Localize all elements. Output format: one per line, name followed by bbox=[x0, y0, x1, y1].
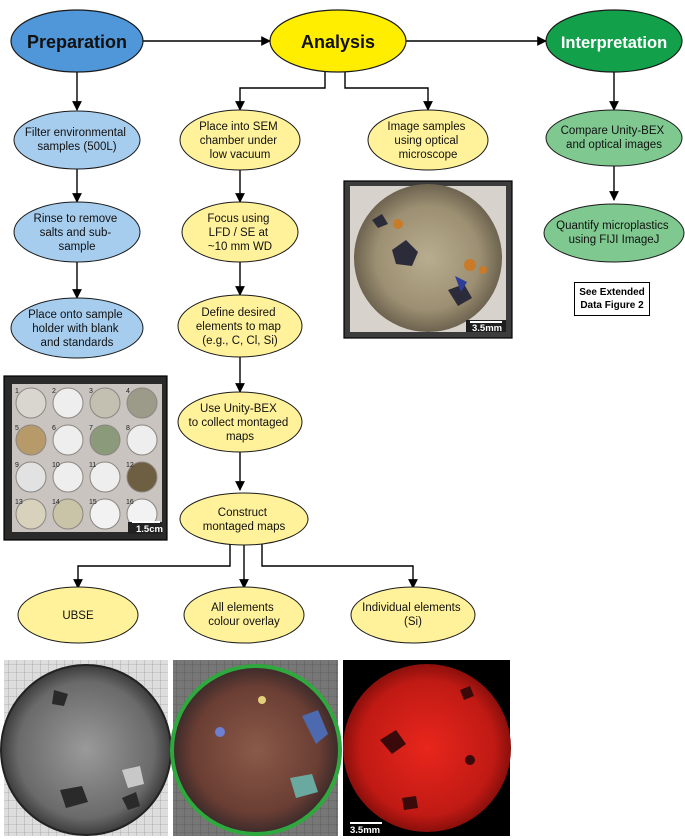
interp-step-2: Quantify microplastics using FIJI ImageJ bbox=[543, 203, 685, 263]
output-ubse-text: UBSE bbox=[62, 610, 94, 622]
sample-well bbox=[89, 498, 121, 530]
sample-well-number: 9 bbox=[15, 462, 19, 469]
sample-well bbox=[15, 498, 47, 530]
analysis-step-5: Construct montaged maps bbox=[179, 492, 309, 546]
overlay-map-image bbox=[170, 660, 342, 836]
sample-well bbox=[52, 424, 84, 456]
sample-well-number: 5 bbox=[15, 425, 19, 432]
sample-well-number: 6 bbox=[52, 425, 56, 432]
extended-data-note-line-1: See Extended bbox=[579, 287, 645, 298]
sample-well-number: 7 bbox=[89, 425, 93, 432]
interp-step-1: Compare Unity-BEX and optical images bbox=[545, 109, 683, 167]
prep-step-1: Filter environmental samples (500L) bbox=[13, 110, 141, 170]
sample-well-number: 8 bbox=[126, 425, 130, 432]
sample-well bbox=[89, 461, 121, 493]
header-interpretation: Interpretation bbox=[545, 9, 683, 73]
sample-well-number: 13 bbox=[15, 499, 23, 506]
prep-step-2-text: Rinse to remove salts and sub- sample bbox=[34, 213, 121, 253]
header-preparation: Preparation bbox=[10, 9, 144, 73]
prep-step-3-text: Place onto sample holder with blank and … bbox=[28, 309, 126, 349]
prep-step-1-text: Filter environmental samples (500L) bbox=[25, 127, 129, 153]
extended-data-note-line-2: Data Figure 2 bbox=[580, 300, 644, 311]
optical-step: Image samples using optical microscope bbox=[367, 109, 489, 171]
ubse-map-image bbox=[0, 660, 172, 836]
output-overlay-text: All elements colour overlay bbox=[208, 602, 280, 628]
prep-step-2: Rinse to remove salts and sub- sample bbox=[13, 201, 141, 263]
sample-well bbox=[126, 461, 158, 493]
sample-well-number: 4 bbox=[126, 388, 130, 395]
output-individual-text: Individual elements (Si) bbox=[362, 602, 464, 628]
sample-well-number: 1 bbox=[15, 388, 19, 395]
sample-well bbox=[52, 461, 84, 493]
output-individual: Individual elements (Si) bbox=[350, 586, 476, 644]
analysis-step-2-text: Focus using LFD / SE at ~10 mm WD bbox=[207, 213, 272, 253]
sample-well-number: 15 bbox=[89, 499, 97, 506]
optical-step-text: Image samples using optical microscope bbox=[387, 121, 468, 161]
optical-sample-disc bbox=[354, 184, 502, 332]
output-overlay: All elements colour overlay bbox=[183, 586, 305, 644]
sample-well-number: 16 bbox=[126, 499, 134, 506]
ubse-dark-grains bbox=[52, 690, 140, 810]
header-interpretation-label: Interpretation bbox=[561, 34, 667, 52]
sample-well bbox=[52, 498, 84, 530]
sample-well bbox=[89, 424, 121, 456]
sample-well bbox=[126, 387, 158, 419]
analysis-step-5-text: Construct montaged maps bbox=[203, 507, 286, 533]
sample-well-number: 14 bbox=[52, 499, 60, 506]
si-dark-grains bbox=[380, 686, 475, 810]
connectors bbox=[72, 36, 619, 589]
header-analysis-label: Analysis bbox=[301, 32, 375, 52]
extended-data-note: See Extended Data Figure 2 bbox=[574, 282, 650, 316]
sample-well-number: 10 bbox=[52, 462, 60, 469]
analysis-step-1-text: Place into SEM chamber under low vacuum bbox=[199, 121, 281, 161]
analysis-step-3: Define desired elements to map (e.g., C,… bbox=[177, 294, 303, 358]
optical-scale-label: 3.5mm bbox=[472, 323, 502, 334]
si-map-image: 3.5mm bbox=[343, 660, 511, 836]
optical-image: 3.5mm bbox=[343, 180, 513, 339]
sample-well bbox=[15, 424, 47, 456]
analysis-step-3-text: Define desired elements to map (e.g., C,… bbox=[196, 307, 284, 347]
optical-orange-grains bbox=[393, 219, 487, 274]
prep-step-3: Place onto sample holder with blank and … bbox=[10, 297, 144, 359]
optical-blue-grain bbox=[455, 276, 467, 292]
sample-well bbox=[52, 387, 84, 419]
sample-well-number: 3 bbox=[89, 388, 93, 395]
header-analysis: Analysis bbox=[269, 9, 407, 73]
sample-well-number: 11 bbox=[89, 462, 96, 469]
sample-well-number: 12 bbox=[126, 462, 134, 469]
analysis-step-4-text: Use Unity-BEX to collect montaged maps bbox=[189, 403, 292, 443]
sample-well-number: 2 bbox=[52, 388, 56, 395]
sample-well bbox=[15, 387, 47, 419]
output-ubse: UBSE bbox=[17, 586, 139, 644]
interp-step-1-text: Compare Unity-BEX and optical images bbox=[561, 125, 668, 151]
optical-grains bbox=[372, 214, 472, 306]
sample-well bbox=[15, 461, 47, 493]
analysis-step-2: Focus using LFD / SE at ~10 mm WD bbox=[181, 201, 299, 263]
analysis-step-1: Place into SEM chamber under low vacuum bbox=[179, 109, 301, 171]
analysis-step-4: Use Unity-BEX to collect montaged maps bbox=[177, 391, 303, 453]
maps-scale-label: 3.5mm bbox=[350, 825, 380, 836]
sample-well bbox=[89, 387, 121, 419]
sample-well bbox=[126, 424, 158, 456]
header-preparation-label: Preparation bbox=[27, 32, 127, 52]
holder-scale-label: 1.5cm bbox=[136, 524, 163, 535]
interp-step-2-text: Quantify microplastics using FIJI ImageJ bbox=[556, 220, 672, 246]
